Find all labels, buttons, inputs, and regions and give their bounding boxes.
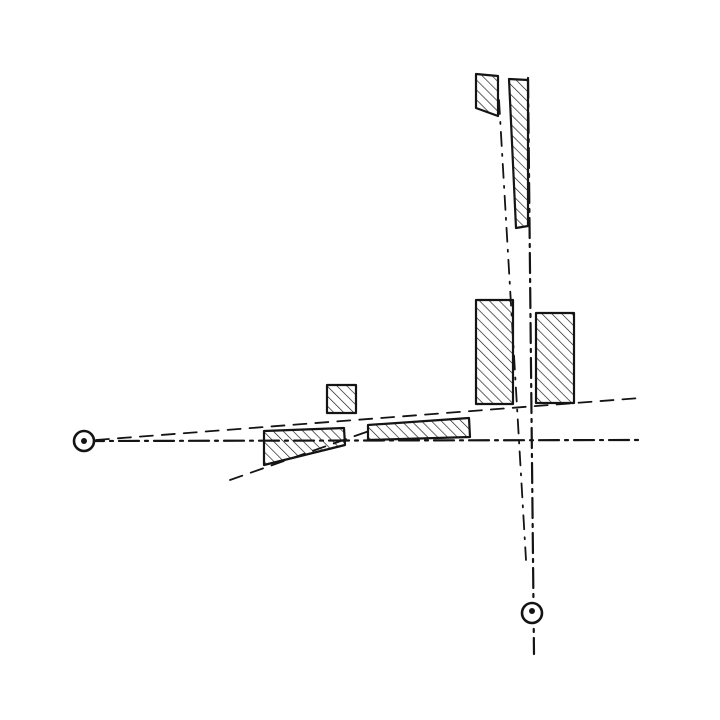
block-long-bar	[366, 416, 472, 442]
anchor-point-bottom	[520, 601, 544, 625]
anchor-point-left	[72, 429, 96, 453]
block-top-tall	[507, 77, 530, 230]
block-small-square	[325, 383, 358, 415]
horizontal-axis	[82, 438, 642, 443]
block-mid-left	[474, 298, 515, 406]
upper-dashed-guideline	[95, 397, 641, 441]
block-top-small	[474, 72, 500, 118]
block-mid-right	[534, 311, 576, 405]
block-angled-left	[262, 426, 347, 467]
hatched-blocks	[262, 72, 576, 467]
